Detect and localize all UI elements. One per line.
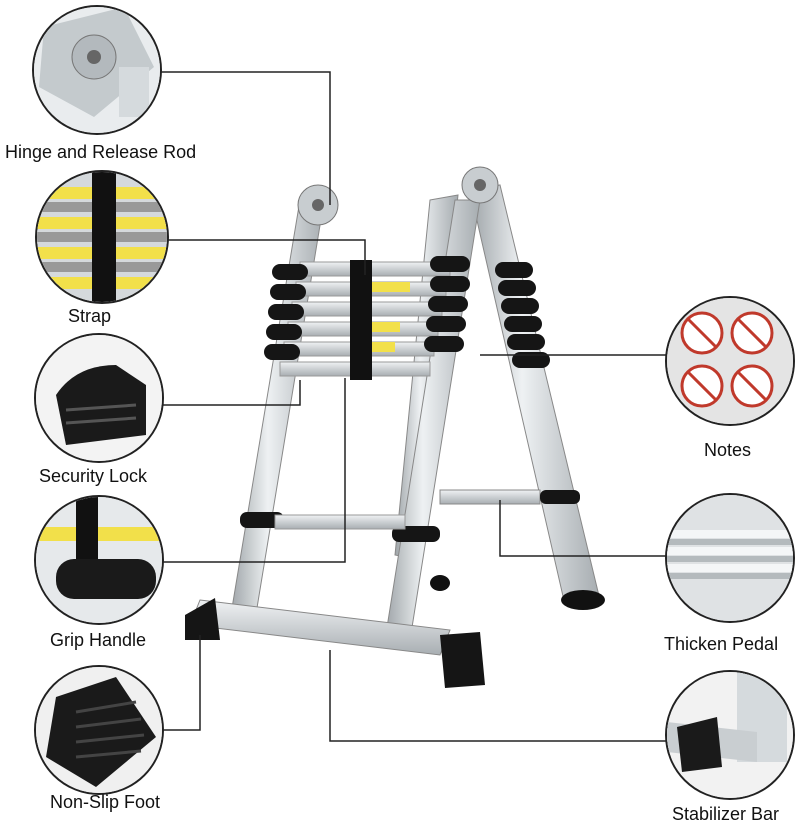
grip-handle-label: Grip Handle: [50, 630, 147, 650]
front-frame: [229, 194, 481, 641]
strap-icon: [37, 172, 167, 302]
stabilizer-bar-icon: [667, 672, 793, 798]
hinge-icon: [34, 7, 160, 133]
strap-label: Strap: [68, 306, 112, 326]
stabilizer-bar-label: Stabilizer Bar: [672, 804, 780, 824]
security-lock-detail-circle: [34, 333, 164, 463]
non-slip-foot-detail-circle: [34, 665, 164, 795]
notes-label: Notes: [704, 440, 752, 460]
hinge-detail-circle: [32, 5, 162, 135]
grip-handle-detail-circle: [34, 495, 164, 625]
notes-detail-circle: [665, 296, 795, 426]
stabilizer-bar: [185, 598, 485, 688]
thicken-pedal-detail-circle: [665, 493, 795, 623]
pedal-icon: [667, 495, 793, 621]
hinge-label: Hinge and Release Rod: [5, 142, 197, 162]
non-slip-foot-label: Non-Slip Foot: [50, 792, 161, 812]
foot-icon: [36, 667, 162, 793]
lock-icon: [36, 335, 162, 461]
strap-detail-circle: [35, 170, 169, 304]
security-lock-label: Security Lock: [39, 466, 148, 486]
warning-icon: [667, 298, 793, 424]
grip-handle-icon: [36, 497, 162, 623]
thicken-pedal-label: Thicken Pedal: [664, 634, 779, 654]
stabilizer-bar-detail-circle: [665, 670, 795, 800]
